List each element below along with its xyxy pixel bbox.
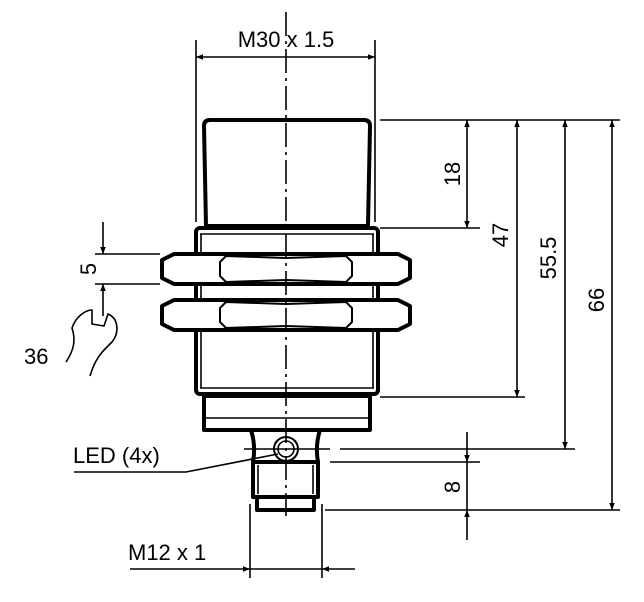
led-callout: LED (4x) xyxy=(73,443,279,473)
dim-cap-length-label: 18 xyxy=(440,162,465,186)
dim-led-position-label: 55.5 xyxy=(536,237,561,280)
wrench-icon xyxy=(65,309,118,377)
dim-body-length-label: 47 xyxy=(488,223,513,247)
dim-total-length-label: 66 xyxy=(584,288,609,312)
wrench-size: 36 xyxy=(24,309,118,377)
dim-connector-thread-label: M12 x 1 xyxy=(128,540,206,565)
sensor-body xyxy=(160,12,412,516)
dim-nut-thickness-label: 5 xyxy=(76,263,101,275)
dim-total-length: 66 xyxy=(584,120,615,510)
dim-body-length: 47 xyxy=(488,120,520,397)
dim-connector-length: 8 xyxy=(440,432,470,540)
sensor-cap xyxy=(202,118,372,228)
dim-connector-length-label: 8 xyxy=(440,481,465,493)
led-label: LED (4x) xyxy=(73,443,160,468)
dim-cap-length: 18 xyxy=(440,120,470,228)
wrench-size-label: 36 xyxy=(24,344,48,369)
lower-collar xyxy=(202,394,372,432)
hex-nut-upper xyxy=(160,252,412,286)
extension-lines xyxy=(325,119,620,511)
dim-thread-main: M30 x 1.5 xyxy=(195,27,376,222)
dim-led-position: 55.5 xyxy=(536,120,568,449)
dim-nut-thickness: 5 xyxy=(76,222,160,316)
dim-connector-thread: M12 x 1 xyxy=(128,504,355,578)
dim-thread-main-label: M30 x 1.5 xyxy=(238,27,335,52)
